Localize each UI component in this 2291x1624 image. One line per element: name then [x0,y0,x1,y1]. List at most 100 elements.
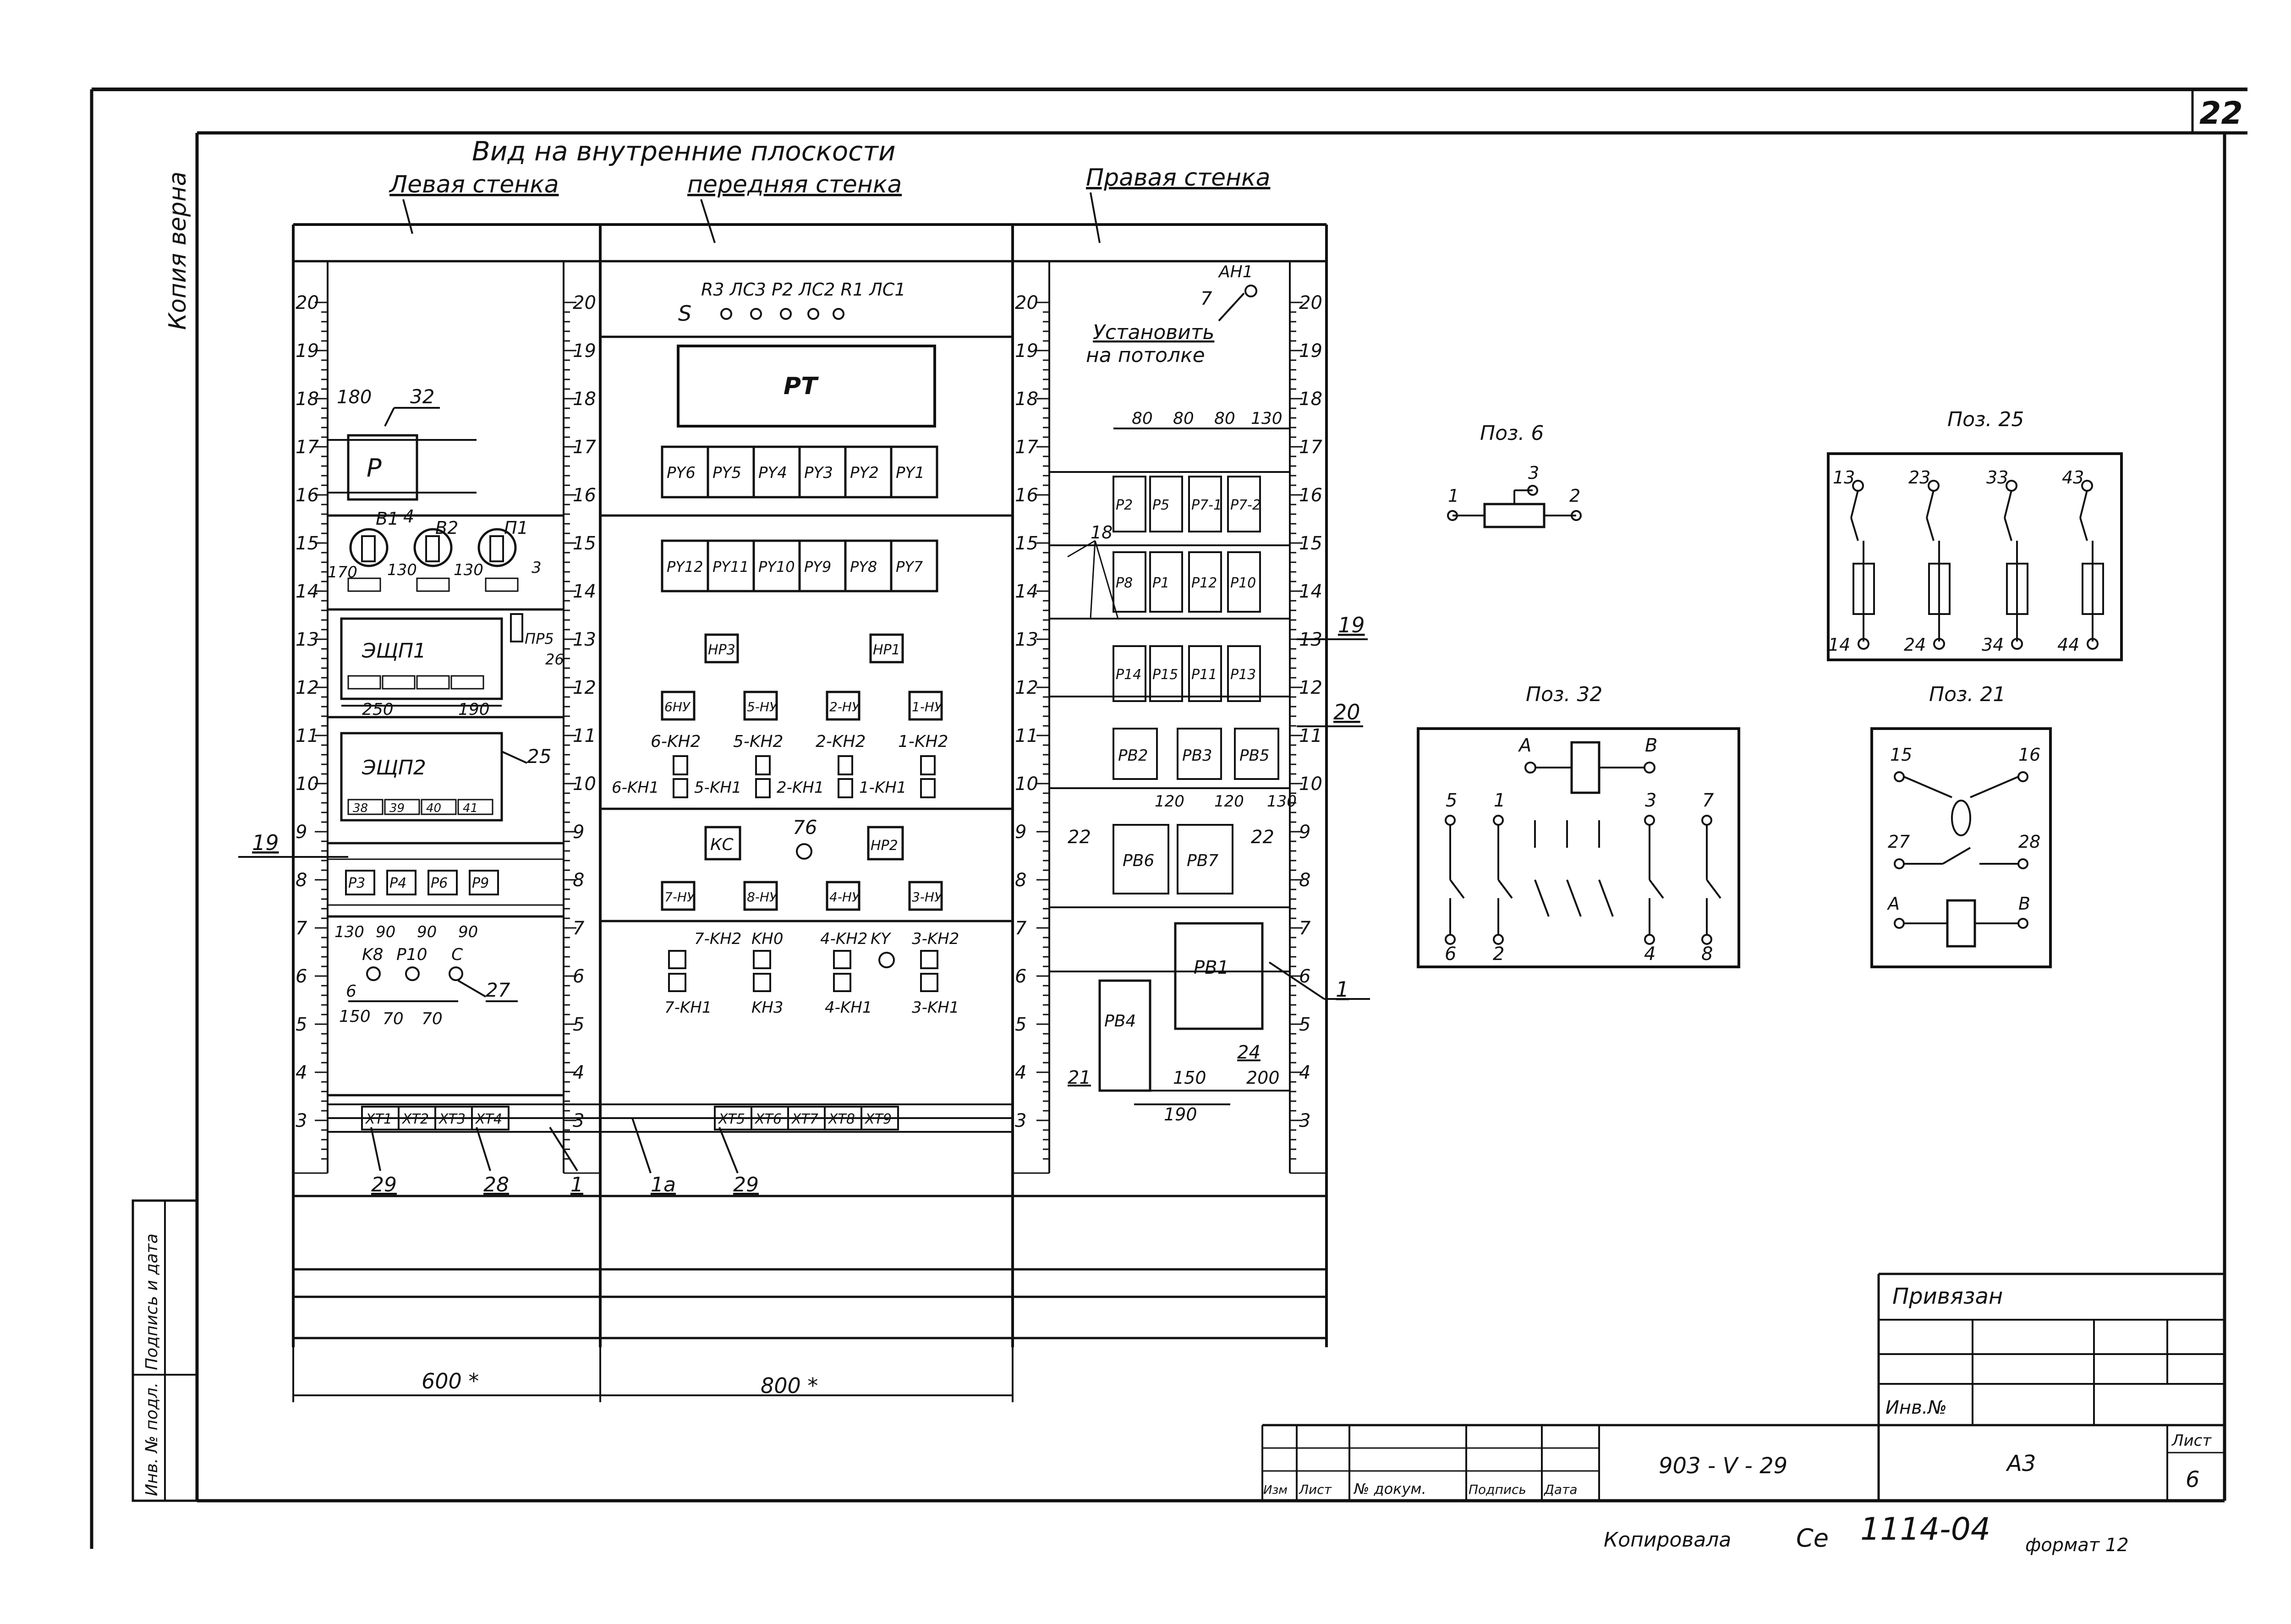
left-ref-28: 28 [483,1173,509,1196]
scale-label-15: 15 [296,533,319,554]
poz25-switch [1850,517,1859,541]
relay-box [1113,476,1146,532]
relay-box [1113,728,1158,780]
ref-6: 6 [346,982,356,1001]
poz25-switch [2004,517,2012,541]
poz25-top-23: 23 [1908,467,1930,488]
lower-square [920,950,938,969]
dim-row2-1: 90 [376,923,395,941]
shield-cell [457,799,493,815]
dim-3: 3 [532,559,542,577]
poz6-pin-2: 2 [1569,486,1580,506]
scale-label-5: 5 [1015,1014,1026,1035]
scale-label-3: 3 [296,1110,307,1131]
poz21-term [2017,771,2028,782]
poz32-pin-top [1701,815,1712,826]
lamp-p10: P10 [396,945,428,964]
kh1-square [920,778,936,798]
poz25-pin-bot [2011,638,2023,650]
button-group-upper: 6НУ6-KH26-KH15-НУ5-KH25-KH12-НУ2-KH22-KH… [612,691,948,798]
scale-label-19: 19 [1299,340,1322,362]
relay-box [1177,728,1222,780]
dim-row2-2: 90 [417,923,437,941]
switches-row [347,528,519,592]
scale-label-14: 14 [1015,581,1038,602]
scale-label-18: 18 [296,389,319,410]
poz25-switch [1926,490,1935,518]
relay-box [1149,645,1183,702]
scale-label-5: 5 [573,1014,584,1035]
scale-label-8: 8 [296,870,307,891]
relay-label-PB7: PB7 [1187,851,1218,870]
relay-box [428,870,458,895]
shield-1-cells [347,675,484,690]
col-list: Лист [1299,1482,1332,1497]
scale-label-4: 4 [573,1062,584,1083]
relay-label-P1: P1 [1152,575,1169,591]
relay-label-P3: P3 [348,875,365,891]
relay-label-PB2: PB2 [1118,746,1148,765]
scale-label-8: 8 [573,870,584,891]
scale-label-6: 6 [1015,966,1026,987]
scale-label-8: 8 [1015,870,1026,891]
poz32-pin-top [1445,815,1456,826]
scale-label-3: 3 [1015,1110,1026,1131]
poz32-mid [1534,879,1550,917]
kh1-square [673,778,688,798]
left-wall-label: Левая стенка [389,171,559,198]
poz25-pin-bot [2087,638,2099,650]
poz32-pin-bot [1445,934,1456,945]
ref-22b: 22 [1251,827,1274,848]
scale-label-4: 4 [1299,1062,1310,1083]
scale-label-11: 11 [1015,725,1038,746]
dim-top-130: 130 [1251,409,1283,428]
relay-label-PY4: PY4 [758,464,787,482]
scale-label-14: 14 [296,581,319,602]
poz32-pin-bot [1701,934,1712,945]
shield-cell-40: 40 [426,801,441,815]
left-ref-19: 19 [252,830,279,855]
terminal-box [860,1106,899,1130]
terminal-label-XT2: XT2 [401,1111,429,1127]
dim-row2-0: 130 [334,923,364,941]
ref-27: 27 [486,979,510,1001]
kh1-label: 5-KH1 [694,779,741,797]
dim-70a: 70 [383,1010,404,1028]
scale-label-3: 3 [1299,1110,1310,1131]
front-s-label: S [678,301,691,326]
relay-label-PB3: PB3 [1182,746,1212,765]
relay-box [1177,824,1233,894]
an1-label: AH1 [1218,263,1253,281]
lamps-left [348,966,463,1002]
front-top-labels: R3 ЛС3 P2 ЛС2 R1 ЛС1 [701,280,906,300]
pb4-label: PB4 [1104,1012,1136,1031]
lower-bot-label: 7-KH1 [664,999,712,1017]
terminal-label-XT9: XT9 [864,1111,892,1127]
poz25-pin-bot [1933,638,1945,650]
dim-row2-3: 90 [458,923,478,941]
poz21-term [1894,918,1905,929]
terminal-label-XT7: XT7 [791,1111,818,1127]
relay-box [1149,551,1183,613]
poz21-contact [1942,847,1971,865]
poz32-mid [1598,879,1614,917]
poz21-pin-15: 15 [1890,745,1912,765]
dim-150: 150 [339,1007,371,1026]
dim-130b: 130 [454,561,483,579]
scale-label-14: 14 [1299,581,1322,602]
relay-box [890,539,938,593]
relay-label-PB6: PB6 [1123,851,1154,870]
poz32-bot-4: 4 [1644,944,1655,965]
np2-label: НР2 [871,838,898,854]
relay-box [1113,824,1169,894]
scale-label-20: 20 [1299,292,1322,313]
dim-250: 250 [362,700,394,719]
poz21-pin-a: A [1886,894,1900,914]
relay-box [1234,728,1279,780]
scale-label-12: 12 [573,677,596,698]
